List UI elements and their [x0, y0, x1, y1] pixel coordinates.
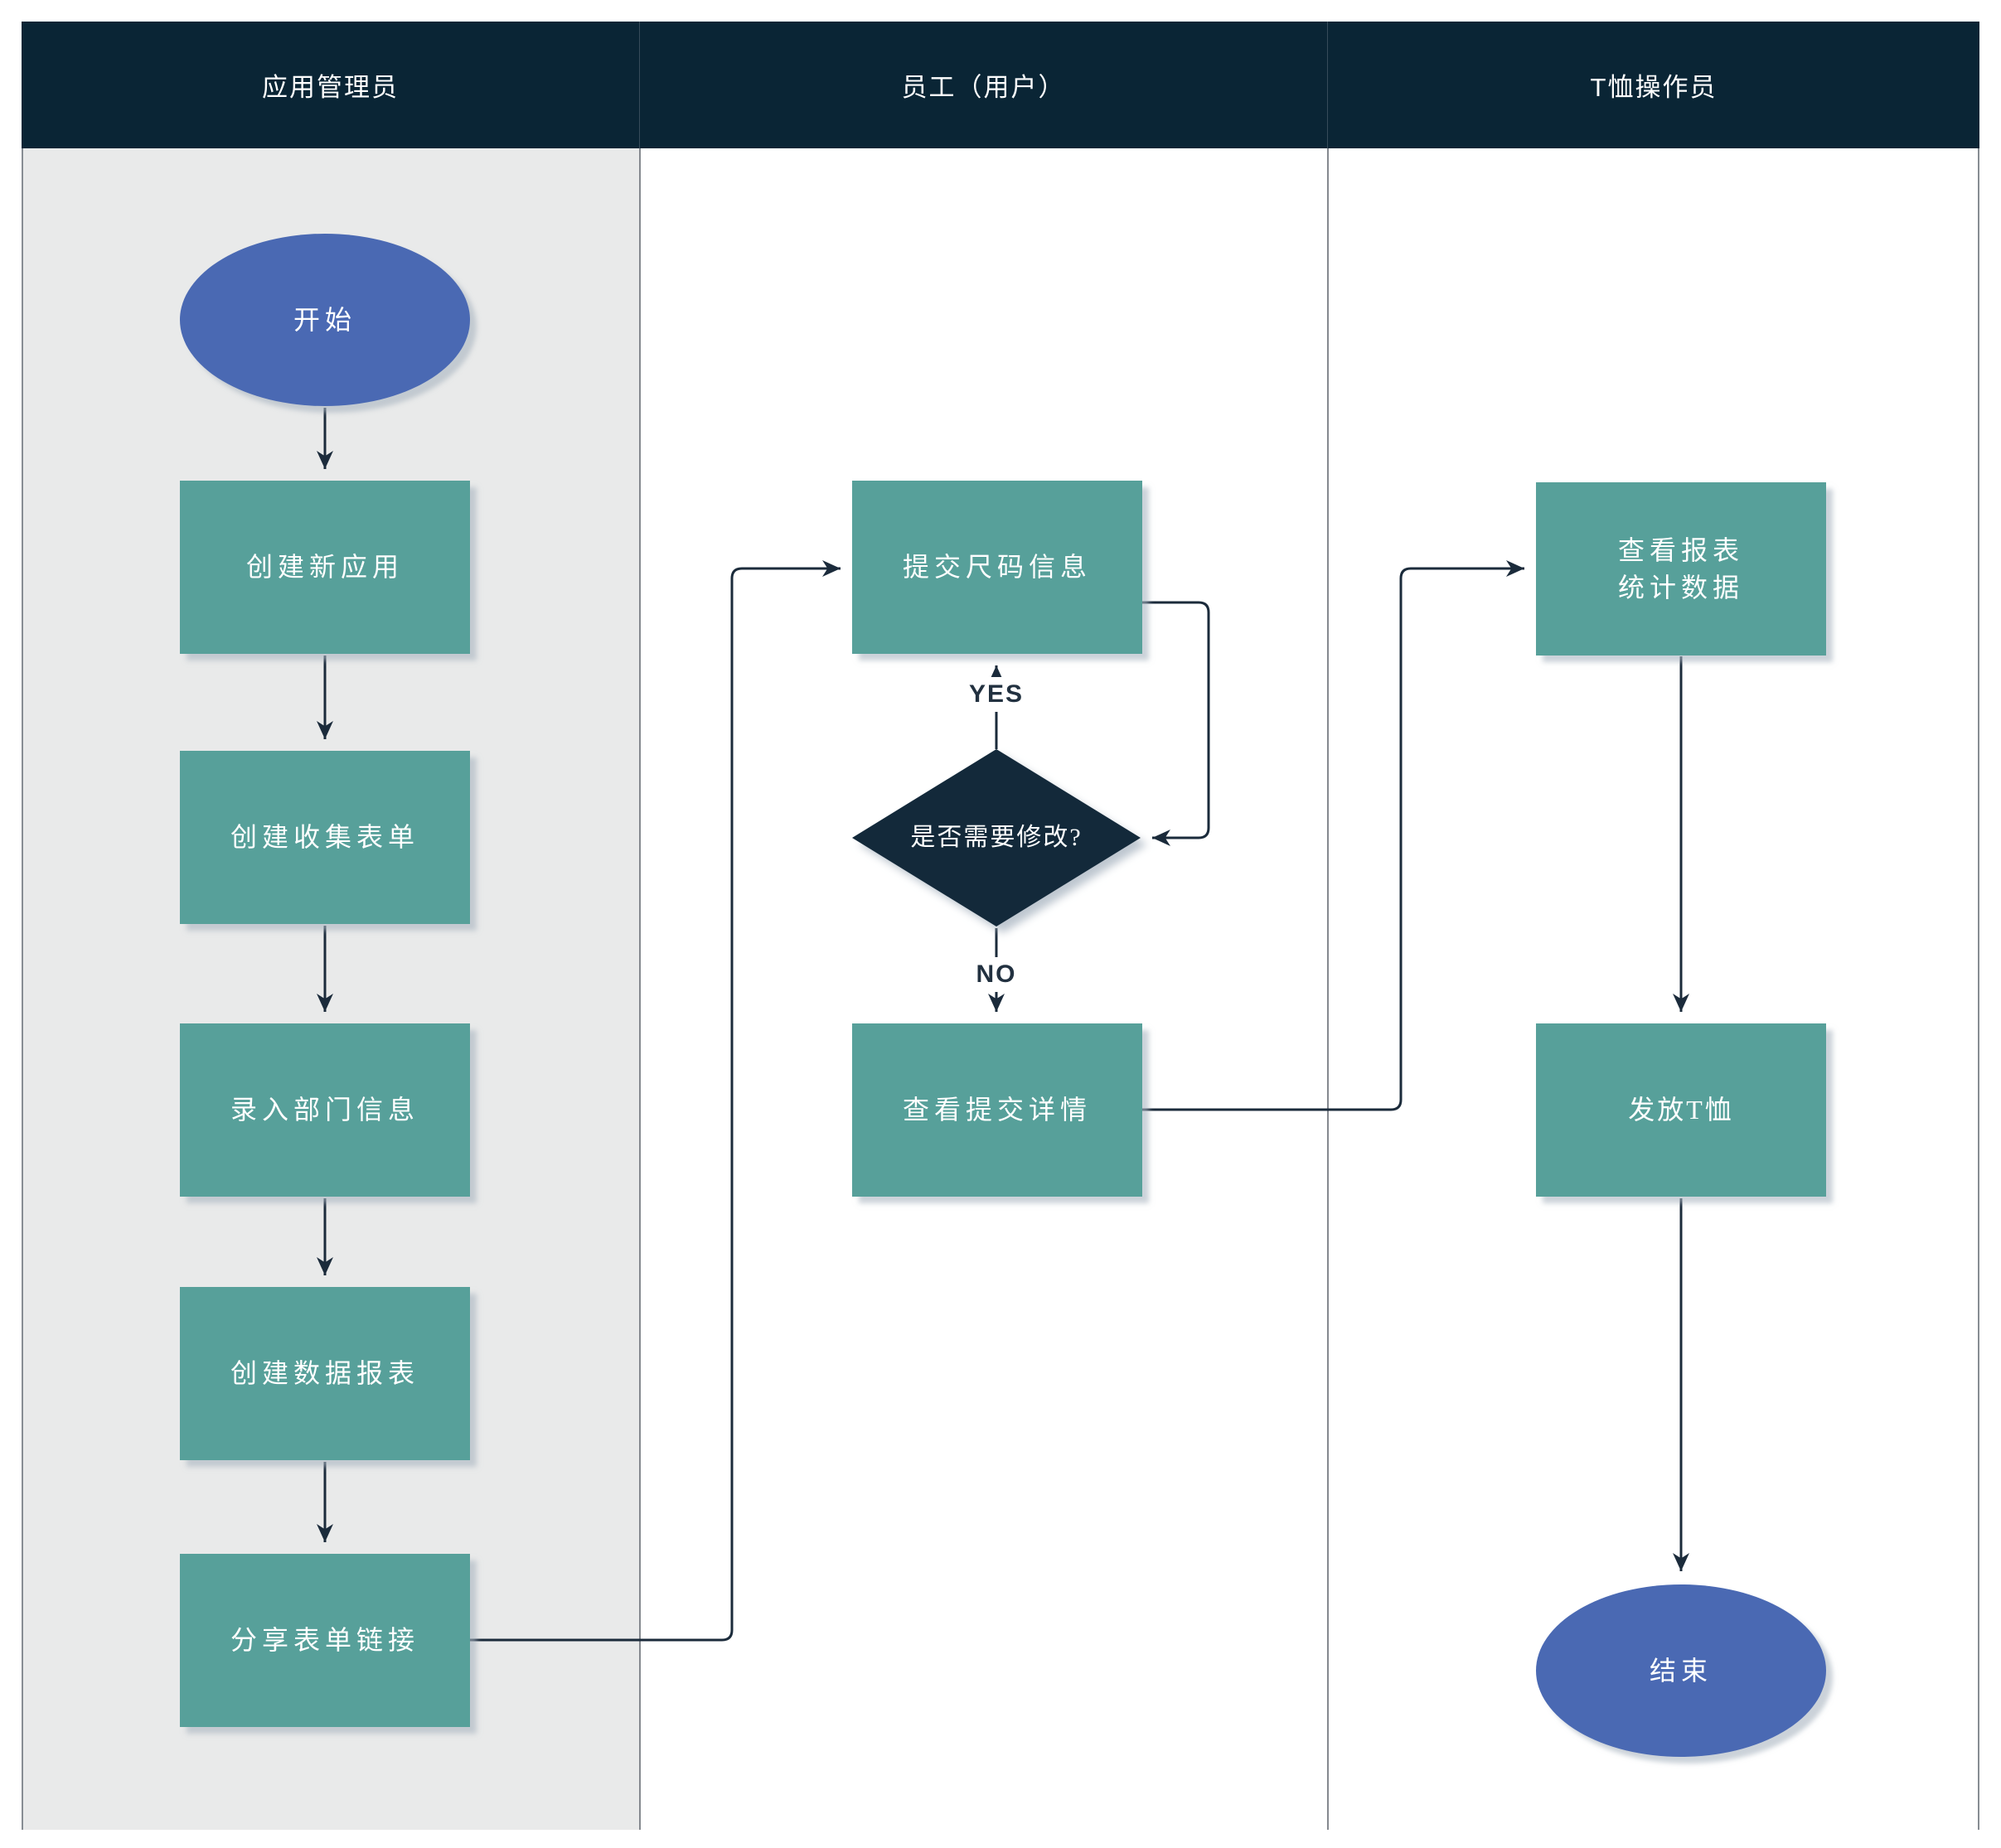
view-report-line1: 查看报表	[1617, 535, 1744, 566]
lane-title-operator: T恤操作员	[1590, 73, 1718, 102]
enter-dept-node[interactable]: 录入部门信息	[180, 1023, 470, 1197]
start-node[interactable]: 开始	[180, 234, 470, 406]
decision-shadow: 是否需要修改?	[852, 749, 1141, 926]
lane-separator-1	[639, 148, 641, 1830]
yes-edge-label: YES	[960, 677, 1033, 712]
view-report-node[interactable]: 查看报表 统计数据	[1536, 482, 1826, 656]
lane-title-app-admin: 应用管理员	[22, 22, 640, 148]
need-modify-decision[interactable]: 是否需要修改?	[852, 749, 1141, 926]
view-report-line2: 统计数据	[1617, 572, 1744, 602]
create-report-node[interactable]: 创建数据报表	[180, 1287, 470, 1460]
submit-size-node[interactable]: 提交尺码信息	[852, 481, 1142, 654]
swimlane-header: 应用管理员 员工（用户） T恤操作员	[22, 22, 1979, 148]
distribute-shirt-node[interactable]: 发放T恤	[1536, 1023, 1826, 1197]
lane-title-employee: 员工（用户）	[640, 22, 1328, 148]
create-form-node[interactable]: 创建收集表单	[180, 751, 470, 924]
end-node[interactable]: 结束	[1536, 1584, 1826, 1757]
no-edge-label: NO	[967, 957, 1025, 992]
lane-separator-2	[1327, 148, 1329, 1830]
create-app-node[interactable]: 创建新应用	[180, 481, 470, 654]
share-link-node[interactable]: 分享表单链接	[180, 1554, 470, 1727]
lane-operator-body	[1328, 148, 1978, 1830]
view-submission-node[interactable]: 查看提交详情	[852, 1023, 1142, 1197]
